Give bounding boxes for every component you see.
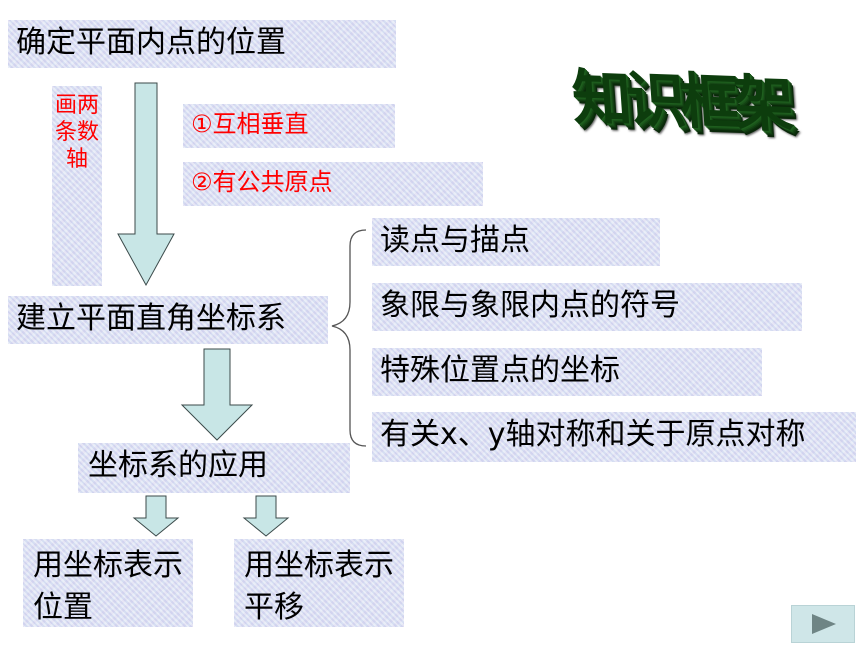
box-quadrant-signs: 象限与象限内点的符号: [372, 283, 802, 331]
box-draw-two-axes: 画两条数轴: [52, 86, 102, 286]
box-perpendicular: ①互相垂直: [183, 104, 395, 148]
box-special-position-coordinates: 特殊位置点的坐标: [372, 348, 762, 396]
box-represent-translation: 用坐标表示平移: [234, 539, 404, 627]
arrow-down-main: [117, 82, 175, 287]
box-establish-coordinate-system: 建立平面直角坐标系: [8, 296, 328, 344]
arrow-down-to-application: [180, 348, 254, 441]
box-symmetry: 有关x、y轴对称和关于原点对称: [372, 412, 856, 462]
box-common-origin: ②有公共原点: [183, 162, 483, 206]
arrow-down-to-translation: [242, 495, 290, 537]
arrow-down-to-position: [132, 495, 180, 537]
box-read-and-plot-points: 读点与描点: [372, 218, 660, 266]
play-next-icon: [812, 614, 836, 634]
knowledge-framework-title-art: 知识框架: [569, 62, 791, 141]
next-slide-button[interactable]: [791, 605, 855, 643]
box-determine-position: 确定平面内点的位置: [8, 20, 396, 68]
box-represent-position: 用坐标表示位置: [23, 539, 193, 627]
curly-brace: [331, 229, 367, 447]
box-coordinate-application: 坐标系的应用: [78, 443, 350, 493]
